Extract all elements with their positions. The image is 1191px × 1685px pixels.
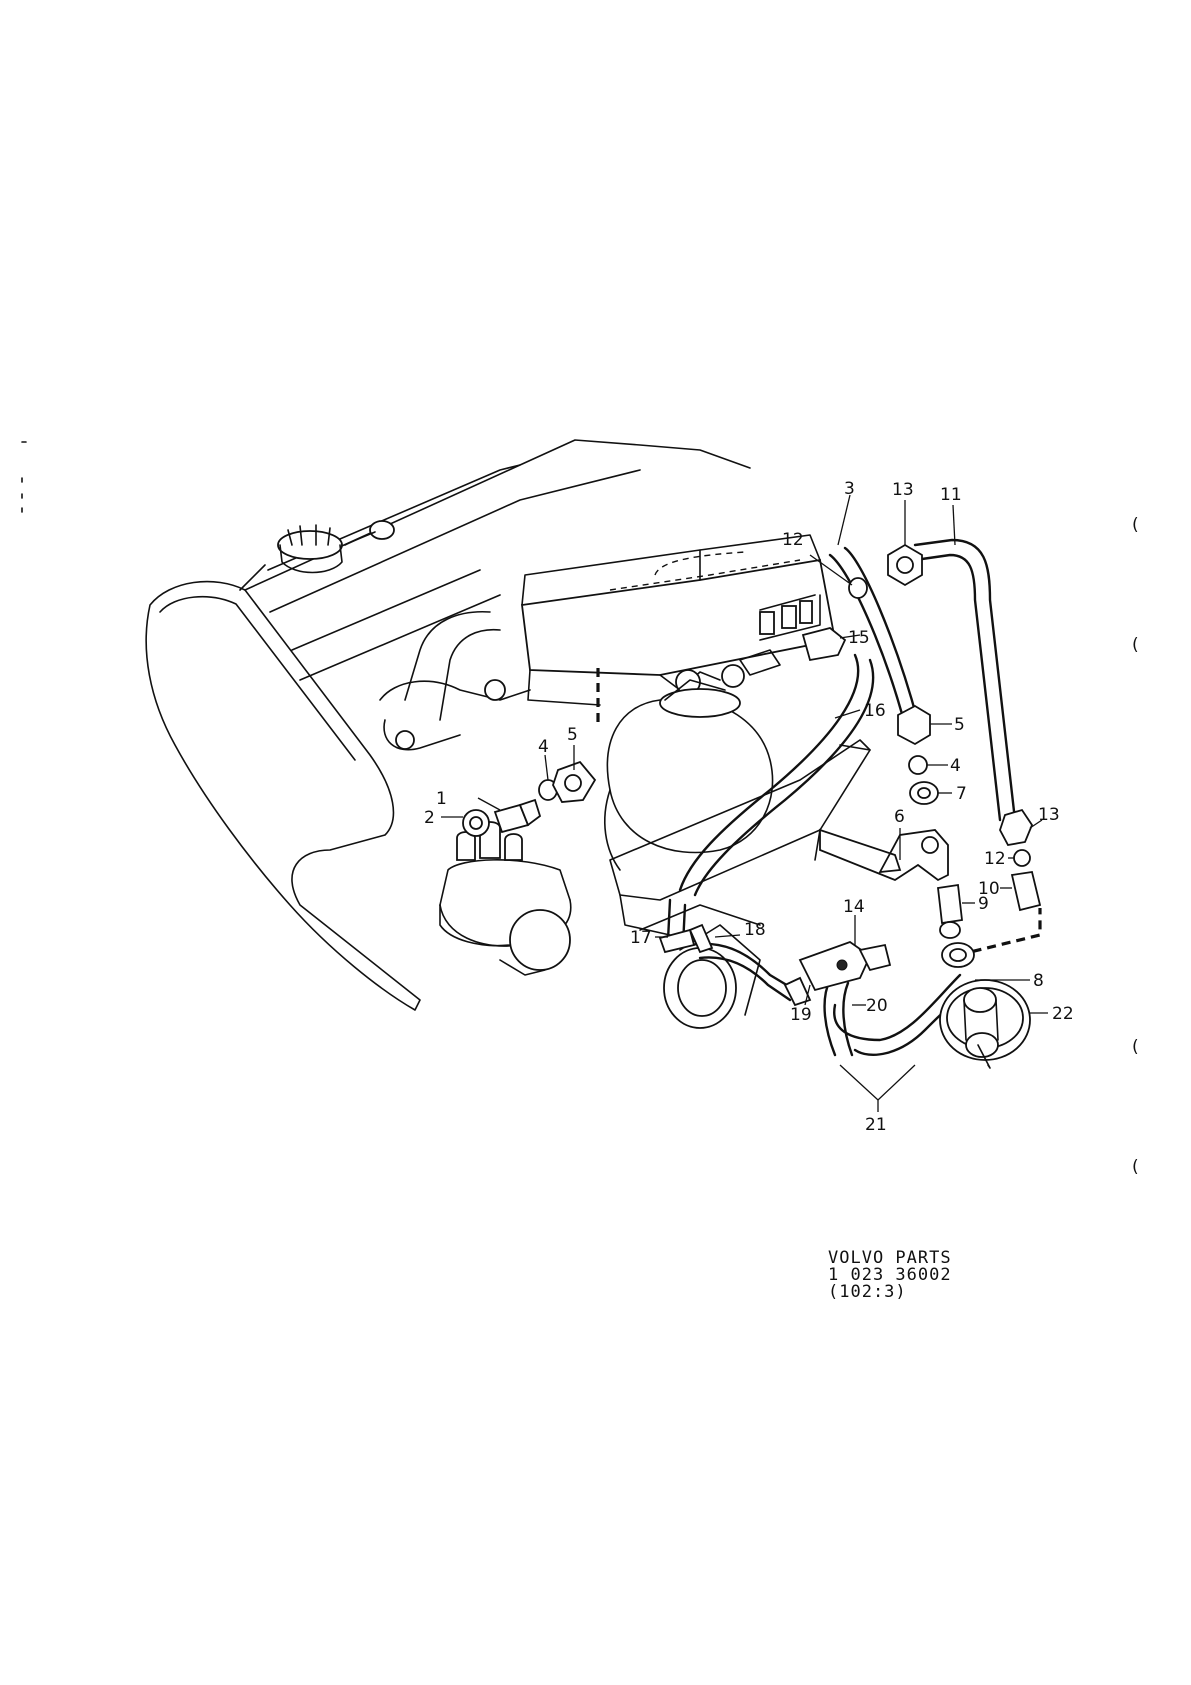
callout-7: 7 [956, 784, 967, 804]
callout-13-top: 13 [892, 480, 914, 500]
caption-part-number: 1 023 36002 [828, 1265, 952, 1285]
caption-brand: VOLVO PARTS [828, 1248, 952, 1268]
callout-22: 22 [1052, 1004, 1074, 1024]
callout-1: 1 [436, 789, 447, 809]
callout-2: 2 [424, 808, 435, 828]
leader-lines [441, 494, 1048, 1112]
callout-8: 8 [1033, 971, 1044, 991]
callout-13-bottom: 13 [1038, 805, 1060, 825]
callout-10: 10 [978, 879, 1000, 899]
callout-11: 11 [940, 485, 962, 505]
margin-marks: ( ( ( ( [21, 441, 1139, 1177]
callout-17: 17 [630, 928, 652, 948]
fittings-and-components [462, 543, 1042, 1069]
callout-labels: 1 2 3 4 4 5 5 6 7 8 9 10 11 12 12 13 13 … [424, 479, 1074, 1135]
callout-5-right: 5 [954, 715, 965, 735]
margin-mark-4: ( [1132, 1157, 1139, 1177]
margin-mark-1: ( [1132, 515, 1139, 535]
callout-12-bottom: 12 [984, 849, 1006, 869]
callout-3: 3 [844, 479, 855, 499]
callout-20: 20 [866, 996, 888, 1016]
engine-block-illustration [145, 439, 871, 1029]
margin-mark-3: ( [1132, 1037, 1139, 1057]
callout-19: 19 [790, 1005, 812, 1025]
callout-6: 6 [894, 807, 905, 827]
parts-reference-caption: VOLVO PARTS 1 023 36002 (102:3) [828, 1250, 952, 1301]
callout-16: 16 [864, 701, 886, 721]
callout-21: 21 [865, 1115, 887, 1135]
callout-9: 9 [978, 894, 989, 914]
callout-4-right: 4 [950, 756, 961, 776]
callout-4-left: 4 [538, 737, 549, 757]
vacuum-hoses [596, 538, 1042, 1057]
callout-18: 18 [744, 920, 766, 940]
callout-12-top: 12 [782, 530, 804, 550]
caption-reference: (102:3) [828, 1282, 907, 1302]
callout-14: 14 [843, 897, 865, 917]
margin-mark-2: ( [1132, 635, 1139, 655]
callout-5-left: 5 [567, 725, 578, 745]
callout-15: 15 [848, 628, 870, 648]
